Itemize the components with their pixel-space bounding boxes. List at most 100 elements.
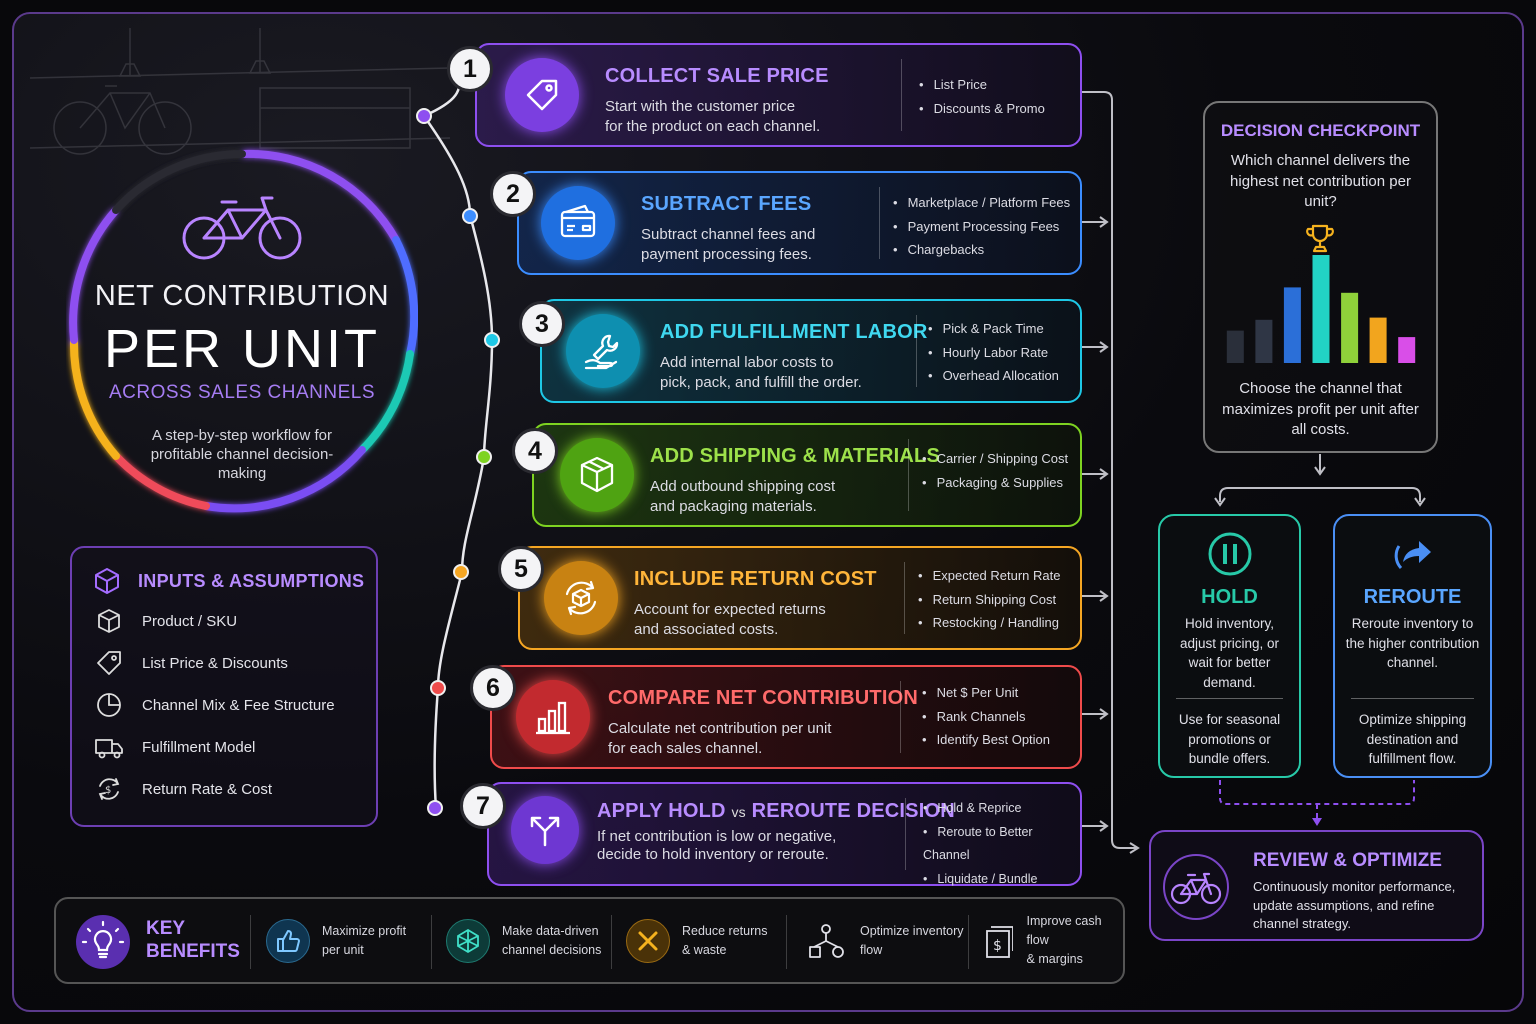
reroute-arrow-icon xyxy=(1394,541,1431,570)
step-3-bullets: Pick & Pack TimeHourly Labor RateOverhea… xyxy=(928,317,1059,388)
chart-bar-7 xyxy=(1398,337,1416,363)
timeline-dot-6 xyxy=(430,680,446,696)
hero-title-line1: NET CONTRIBUTION xyxy=(94,280,390,312)
step-7-bullets: Hold & RepriceReroute to Better ChannelL… xyxy=(923,797,1080,891)
decision-question: Which channel delivers the highest net c… xyxy=(1230,152,1411,210)
lightbulb-icon xyxy=(76,915,130,969)
step-4-bullets: Carrier / Shipping CostPackaging & Suppl… xyxy=(922,447,1069,494)
chart-bar-1 xyxy=(1226,330,1244,363)
hold-title: HOLD xyxy=(1201,586,1258,608)
input-item-label: Return Rate & Cost xyxy=(142,780,273,798)
svg-text:$: $ xyxy=(993,938,1002,954)
inputs-heading: INPUTS & ASSUMPTIONS xyxy=(138,570,365,591)
reroute-title: REROUTE xyxy=(1363,586,1462,608)
hero-title-line2: PER UNIT xyxy=(103,319,381,379)
wallet-icon xyxy=(541,186,615,260)
bicycle-icon xyxy=(182,196,302,260)
step-2-bullets: Marketplace / Platform FeesPayment Proce… xyxy=(893,191,1071,262)
truck-icon xyxy=(95,739,123,759)
step-5-title: INCLUDE RETURN COST xyxy=(634,568,877,590)
step-1-number: 1 xyxy=(447,46,493,92)
inventory-flow-icon xyxy=(804,919,848,963)
timeline-dot-2 xyxy=(462,208,478,224)
decision-checkpoint-panel: DECISION CHECKPOINT Which channel delive… xyxy=(1203,101,1438,453)
benefit-label-line2: per unit xyxy=(322,942,364,957)
review-optimize-panel: REVIEW & OPTIMIZE Continuously monitor p… xyxy=(1149,830,1484,941)
step-5-bullets: Expected Return RateReturn Shipping Cost… xyxy=(918,564,1061,635)
benefit-label-line2: & waste xyxy=(682,942,727,957)
hero-subtitle: ACROSS SALES CHANNELS xyxy=(108,382,376,403)
decision-heading: DECISION CHECKPOINT xyxy=(1220,121,1421,140)
input-item: Channel Mix & Fee Structure xyxy=(94,690,335,720)
step-4-title: ADD SHIPPING & MATERIALS xyxy=(650,445,940,467)
input-item-label: Product / SKU xyxy=(142,612,238,630)
timeline-dot-1 xyxy=(416,108,432,124)
hold-use-case: Use for seasonal promotions or bundle of… xyxy=(1178,712,1281,766)
review-title: REVIEW & OPTIMIZE xyxy=(1253,850,1442,871)
pie-chart-icon xyxy=(97,693,121,717)
benefit-item: Maximize profit per unit xyxy=(266,899,406,982)
benefit-item: Optimize inventory flow xyxy=(804,899,964,982)
benefit-label-line2: & margins xyxy=(1026,952,1083,966)
benefit-label-line1: Improve cash flow xyxy=(1026,914,1102,947)
step-6-number: 6 xyxy=(470,665,516,711)
input-item: Fulfillment Model xyxy=(94,732,255,762)
step-3-card: ADD FULFILLMENT LABOR Add internal labor… xyxy=(540,299,1082,403)
price-tag-icon xyxy=(505,58,579,132)
benefit-label-line1: Reduce returns xyxy=(682,923,768,938)
step-4-number: 4 xyxy=(512,428,558,474)
benefit-label-line2: channel decisions xyxy=(502,942,602,957)
input-item: $ Return Rate & Cost xyxy=(94,774,272,804)
benefit-item: $ Improve cash flow & margins xyxy=(982,899,1123,982)
decision-split-connector xyxy=(1214,454,1426,507)
package-icon xyxy=(560,438,634,512)
timeline-dot-5 xyxy=(453,564,469,580)
benefit-label-line1: Optimize inventory xyxy=(860,923,964,938)
input-item-label: Fulfillment Model xyxy=(142,738,256,756)
bicycle-circle-icon xyxy=(1163,854,1229,920)
step-1-title: COLLECT SALE PRICE xyxy=(605,65,829,87)
chart-bar-2 xyxy=(1255,319,1273,363)
step-6-bullets: Net $ Per UnitRank ChannelsIdentify Best… xyxy=(922,681,1050,752)
step-1-bullets: List PriceDiscounts & Promo xyxy=(919,73,1045,120)
tag-icon xyxy=(97,651,121,675)
step-5-card: INCLUDE RETURN COST Account for expected… xyxy=(518,546,1082,650)
hold-text: Hold inventory, adjust pricing, or wait … xyxy=(1179,616,1280,690)
timeline-dot-4 xyxy=(476,449,492,465)
pause-icon xyxy=(1208,532,1252,576)
step-7-card: APPLY HOLD vs REROUTE DECISION If net co… xyxy=(487,782,1082,886)
background-bike-shop-illustration xyxy=(30,28,450,155)
step-output-connectors xyxy=(1082,91,1140,854)
merge-dashed-connector xyxy=(1219,780,1415,826)
benefit-label-line2: flow xyxy=(860,942,883,957)
channel-comparison-bar-chart xyxy=(1226,255,1416,363)
step-7-description: If net contribution is low or negative,d… xyxy=(597,828,837,863)
review-text: Continuously monitor performance, update… xyxy=(1253,879,1456,931)
trophy-icon xyxy=(1306,224,1334,253)
box-icon xyxy=(98,609,120,633)
crossed-tools-icon xyxy=(626,918,670,963)
reroute-use-case: Optimize shipping destination and fulfil… xyxy=(1358,712,1467,766)
benefit-label-line1: Maximize profit xyxy=(322,923,407,938)
step-7-title: APPLY HOLD vs REROUTE DECISION xyxy=(597,800,955,822)
wrench-hand-icon xyxy=(566,314,640,388)
timeline-dot-3 xyxy=(484,332,500,348)
chart-bar-4 xyxy=(1312,255,1330,363)
input-item-label: List Price & Discounts xyxy=(142,654,288,672)
return-box-icon xyxy=(544,561,618,635)
bar-chart-icon xyxy=(516,680,590,754)
thumbs-up-icon xyxy=(266,918,310,963)
svg-text:$: $ xyxy=(105,785,111,796)
reroute-text: Reroute inventory to the higher contribu… xyxy=(1345,616,1480,670)
chart-bar-6 xyxy=(1369,317,1387,363)
cash-icon: $ xyxy=(982,919,1015,963)
step-3-number: 3 xyxy=(519,301,565,347)
